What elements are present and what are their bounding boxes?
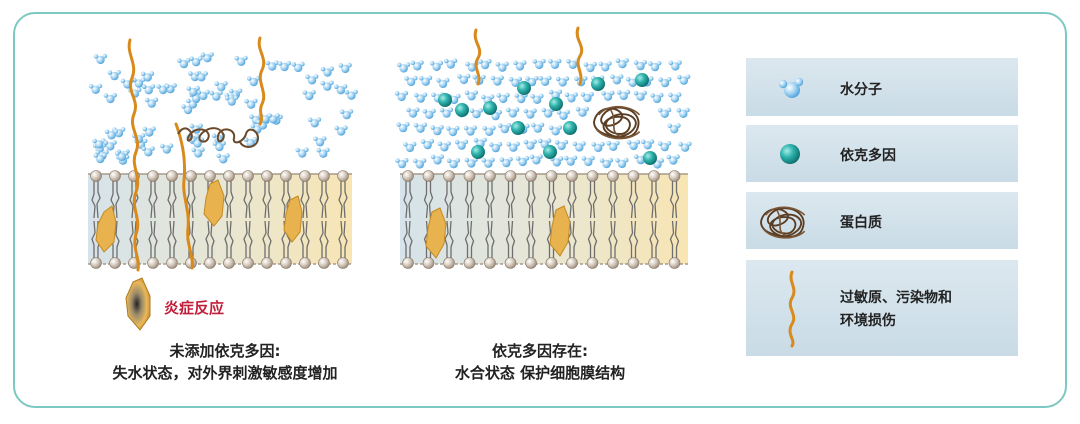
left-caption-line1: 未添加依克多因: <box>169 342 281 360</box>
legend-label-allergen-line2: 环境损伤 <box>840 313 896 329</box>
ectoine-molecule <box>563 121 577 135</box>
allergen-strand <box>174 122 194 270</box>
inflammation-cell-icon <box>125 277 151 331</box>
left-caption-line2: 失水状态，对外界刺激敏感度增加 <box>112 364 338 382</box>
ectoine-molecule <box>643 151 657 165</box>
legend-label-water: 水分子 <box>840 82 882 98</box>
left-protein <box>177 127 260 148</box>
left-cell <box>95 205 117 253</box>
ectoine-molecule <box>438 93 452 107</box>
inflammation-label: 炎症反应 <box>164 299 225 317</box>
legend-label-protein: 蛋白质 <box>840 215 882 231</box>
legend-label-allergen-line1: 过敏原、污染物和 <box>840 290 952 306</box>
ectoine-molecule <box>517 81 531 95</box>
middle-caption-line1: 依克多因存在: <box>492 342 588 360</box>
allergen-icon <box>788 270 796 348</box>
ectoine-molecule <box>483 101 497 115</box>
legend-label-ectoine: 依克多因 <box>840 148 896 164</box>
middle-caption-line2: 水合状态 保护细胞膜结构 <box>454 364 626 382</box>
allergen-strand <box>257 36 266 126</box>
allergen-strand <box>473 28 482 86</box>
ectoine-molecule <box>455 103 469 117</box>
ectoine-molecule <box>549 97 563 111</box>
left-cell <box>203 179 225 227</box>
left-panel <box>88 36 358 331</box>
ectoine-molecule <box>635 73 649 87</box>
water-molecule-icon <box>778 77 804 98</box>
left-cell <box>283 195 303 243</box>
protein-icon <box>760 206 806 239</box>
ectoine-icon <box>780 144 800 164</box>
middle-cell <box>425 207 447 259</box>
ectoine-molecule <box>471 145 485 159</box>
middle-ectoine-molecules <box>438 73 657 165</box>
middle-cell <box>549 205 571 257</box>
middle-panel <box>394 26 692 270</box>
middle-membrane <box>400 174 688 264</box>
allergen-strand <box>127 38 140 272</box>
legend-row-protein <box>746 192 1018 249</box>
ectoine-molecule <box>591 77 605 91</box>
ectoine-molecule <box>543 145 557 159</box>
allergen-strand <box>575 26 584 86</box>
ectoine-molecule <box>511 121 525 135</box>
